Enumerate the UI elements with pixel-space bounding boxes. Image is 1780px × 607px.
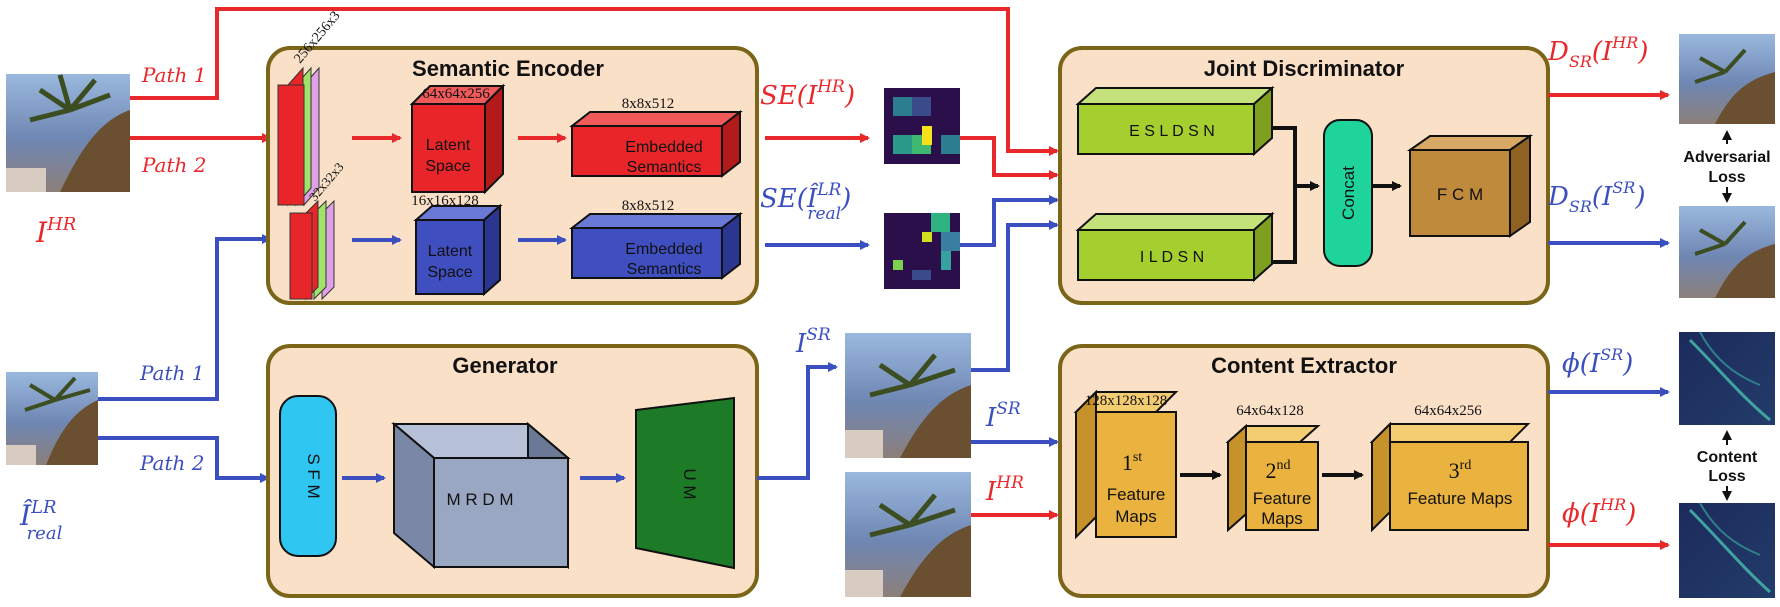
feature-map-2-block: [1225, 423, 1321, 533]
semantic-encoder-title: Semantic Encoder: [412, 56, 604, 81]
esldsn-block: [1075, 85, 1275, 157]
lr-embedded-label-1: Embedded: [625, 241, 702, 258]
content-loss-label-1: Content: [1697, 449, 1758, 466]
feature-map-3-ordinal: 3rd: [1449, 458, 1472, 483]
lr-latent-space-cube: [413, 203, 503, 297]
esldsn-label: E S L D S N: [1129, 123, 1215, 140]
feature-map-2-label-2: Maps: [1261, 509, 1303, 528]
esldsn-to-concat-line: [1272, 126, 1320, 191]
disc-sr-output-image: [1679, 206, 1775, 298]
hr-latent-dims: 64x64x256: [422, 86, 490, 102]
um-block: [635, 396, 735, 570]
feature-map-2-label-1: Feature: [1253, 489, 1312, 508]
hr-latent-label-2: Space: [425, 158, 470, 175]
lr-embedded-semantics-block: [569, 211, 743, 281]
um-label: U M: [680, 468, 699, 499]
hr-embedded-label-2: Semantics: [627, 159, 702, 176]
sfm-label: S F M: [304, 453, 323, 498]
hr-path2-label: Path 2: [141, 153, 206, 177]
concat-label: Concat: [1339, 166, 1358, 220]
sfm-block: [279, 395, 337, 557]
hr-path1-label: Path 1: [141, 63, 206, 87]
lr-latent-dims: 16x16x128: [411, 193, 479, 209]
sr-output-image: [845, 333, 971, 458]
se-lr-heatmap: [884, 213, 960, 289]
lr-latent-label-1: Latent: [428, 243, 473, 260]
concat-block: [1323, 119, 1373, 267]
lr-latent-label-2: Space: [427, 264, 472, 281]
mrdm-label: M R D M: [446, 490, 513, 509]
ildsn-label: I L D S N: [1140, 249, 1204, 266]
feature-map-3-label: Feature Maps: [1408, 489, 1513, 508]
lr-embedded-label-2: Semantics: [627, 261, 702, 278]
content-input-sr-label: ISR: [985, 399, 1021, 433]
sr-to-disc-line: [971, 220, 1059, 372]
se-lr-to-disc-line: [960, 195, 1059, 247]
hr-input-image: [6, 74, 130, 192]
feature-map-1-block: [1073, 389, 1179, 540]
se-hr-to-disc-line: [960, 136, 1059, 180]
hr-embedded-label-1: Embedded: [625, 139, 702, 156]
ildsn-to-concat-line: [1272, 186, 1297, 264]
hr-embedded-semantics-block: [569, 109, 743, 179]
se-hr-heatmap: [884, 88, 960, 164]
phi-sr-label: ϕ(ISR): [1562, 345, 1633, 379]
feature-map-hr-image: [1679, 502, 1775, 598]
hr-latent-label-1: Latent: [426, 137, 471, 154]
adversarial-loss-label-2: Loss: [1708, 169, 1745, 186]
content-input-hr-label: IHR: [985, 473, 1024, 507]
feature-map-2-ordinal: 2nd: [1266, 458, 1291, 483]
feature-map-3-block: [1369, 421, 1531, 533]
disc-sr-output-label: DSR(ISR): [1547, 178, 1645, 216]
joint-discriminator-title: Joint Discriminator: [1204, 56, 1405, 81]
se-hr-label: SE(IHR): [760, 77, 855, 111]
encoder-hr-input-stack: [277, 66, 320, 207]
fcm-block: [1406, 134, 1534, 238]
lr-path1-label: Path 1: [139, 361, 204, 385]
um-to-sr-line: [757, 362, 838, 480]
disc-hr-output-label: DSR(IHR): [1547, 33, 1648, 71]
generator-output-label: ISR: [795, 325, 831, 359]
phi-hr-label: ϕ(IHR): [1562, 495, 1636, 529]
feature-map-1-label-1: Feature: [1107, 485, 1166, 504]
feature-map-1-label-2: Maps: [1115, 507, 1157, 526]
hr-input-label: IHR: [35, 214, 76, 249]
hr-latent-space-cube: [409, 83, 506, 195]
content-loss-label-2: Loss: [1708, 468, 1745, 485]
feature-map-1-dims: 128x128x128: [1085, 393, 1168, 409]
lr-path2-line: [98, 436, 270, 483]
hr-path1-line: [130, 7, 1059, 156]
adversarial-loss-label-1: Adversarial: [1683, 149, 1770, 166]
ildsn-block: [1075, 211, 1275, 283]
lr-path2-label: Path 2: [139, 451, 204, 475]
feature-map-2-dims: 64x64x128: [1236, 403, 1304, 419]
mrdm-block: [391, 421, 571, 570]
fcm-label: F C M: [1437, 185, 1483, 204]
feature-map-1-ordinal: 1st: [1122, 450, 1142, 475]
lr-path1-line: [98, 234, 272, 401]
feature-map-sr-image: [1679, 331, 1775, 425]
encoder-lr-input-stack: [289, 199, 335, 301]
lr-input-image: [6, 372, 98, 465]
generator-title: Generator: [452, 353, 558, 378]
hr-content-image: [845, 472, 971, 597]
content-extractor-title: Content Extractor: [1211, 353, 1397, 378]
disc-hr-output-image: [1679, 34, 1775, 124]
feature-map-3-dims: 64x64x256: [1414, 403, 1482, 419]
hr-embedded-dims: 8x8x512: [622, 96, 675, 112]
lr-embedded-dims: 8x8x512: [622, 198, 675, 214]
